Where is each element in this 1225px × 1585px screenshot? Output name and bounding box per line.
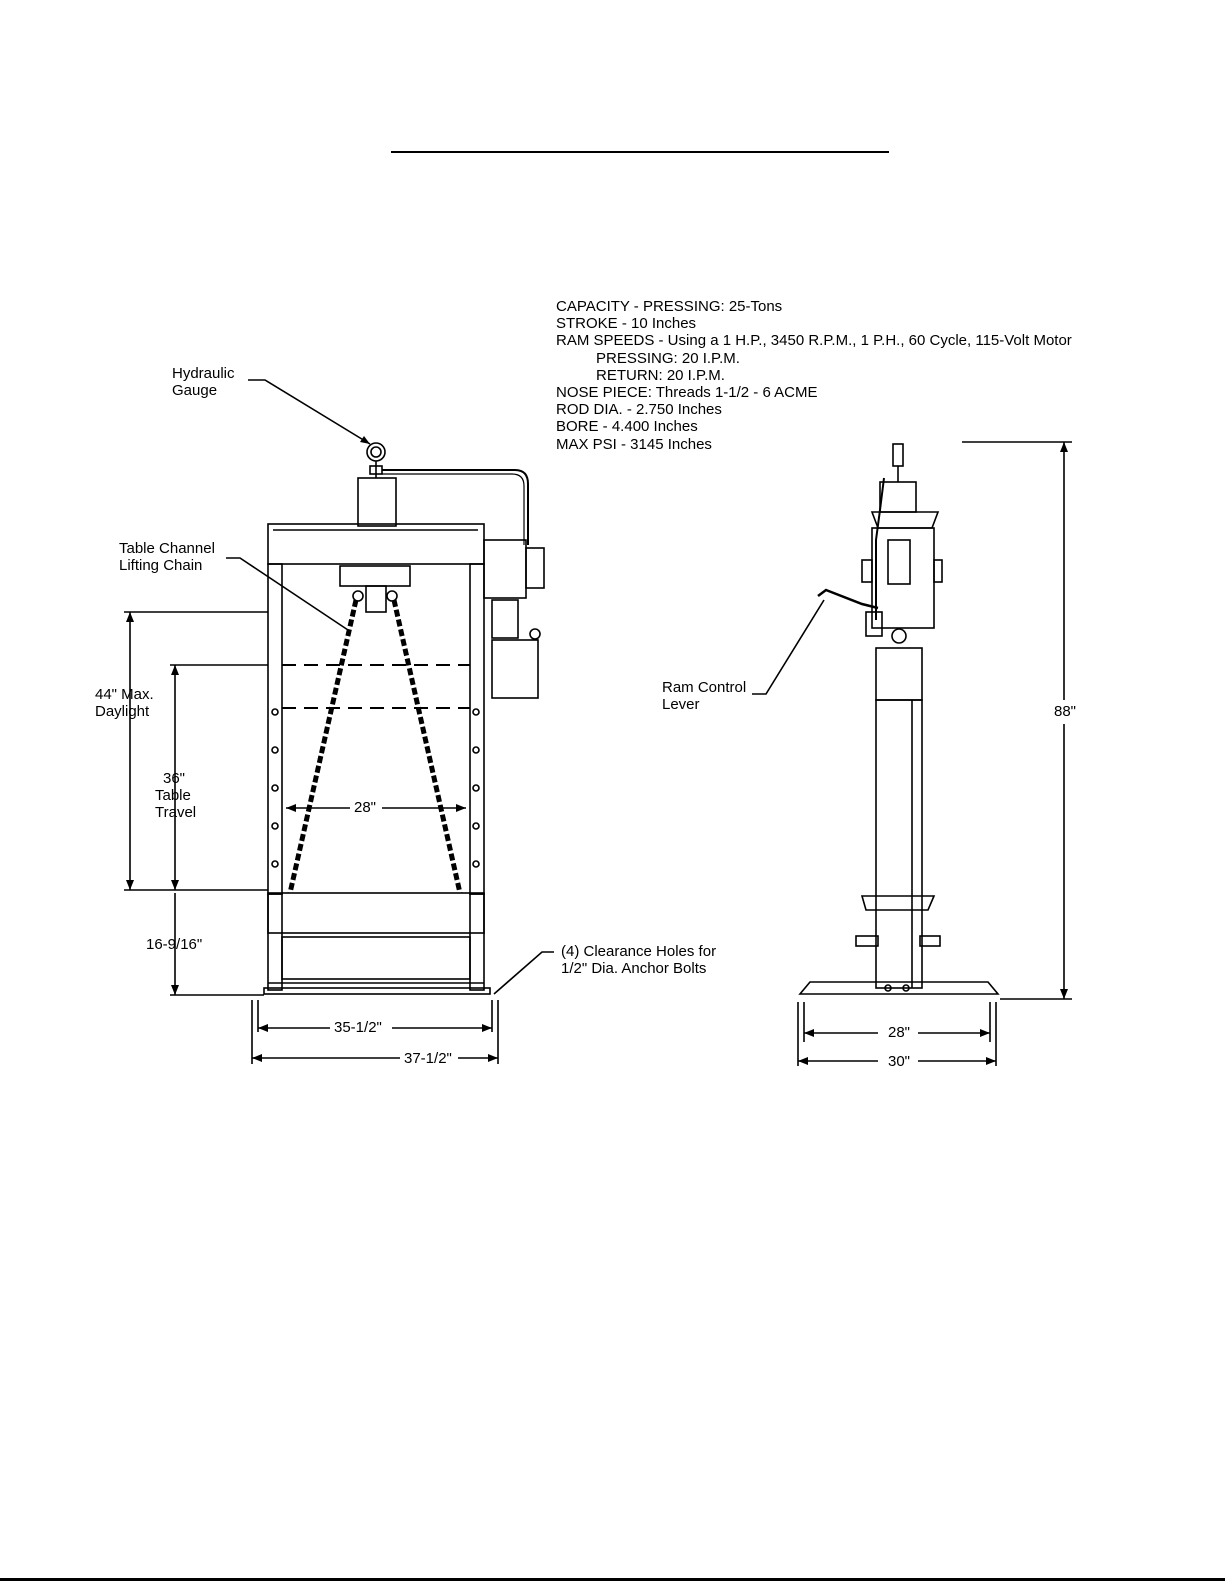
label-max-daylight: 44" Max. (95, 686, 154, 703)
spec-line: STROKE - 10 Inches (556, 315, 697, 333)
spec-line: BORE - 4.400 Inches (556, 418, 698, 436)
spec-line: NOSE PIECE: Threads 1-1/2 - 6 ACME (556, 384, 818, 402)
label-total-height: 88" (1054, 703, 1077, 720)
ram-control-lever (817, 588, 879, 610)
left-column (267, 563, 283, 895)
label-bottom-height: 16-9/16" (146, 936, 203, 953)
right-column (469, 563, 485, 895)
side-base-plate (798, 981, 1000, 995)
lifting-chain-left (287, 599, 359, 894)
table-channel (267, 892, 485, 934)
ram-head (339, 565, 411, 587)
base-plate (263, 987, 491, 995)
reservoir (491, 639, 539, 699)
spec-line: RETURN: 20 I.P.M. (596, 366, 725, 384)
side-view-drawing (752, 441, 1072, 1066)
label-ram-control-lever: Ram Control (662, 679, 747, 696)
label-base-outer-width: 37-1/2" (404, 1050, 452, 1067)
label-ram-control-lever-2: Lever (662, 696, 700, 713)
label-inner-width: 28" (354, 799, 377, 816)
label-table-channel: Table Channel (119, 540, 215, 557)
spec-line: CAPACITY - PRESSING: 25-Tons (556, 298, 783, 315)
lifting-chain-right (391, 599, 463, 894)
title-underline (391, 151, 889, 153)
label-table-travel-3: Travel (155, 804, 197, 821)
page-bottom-rule (0, 1578, 1225, 1581)
column-holes (271, 708, 480, 868)
label-max-daylight-2: Daylight (95, 703, 150, 720)
label-side-inner-width: 28" (888, 1024, 911, 1041)
label-clearance-holes-2: 1/2" Dia. Anchor Bolts (561, 960, 707, 977)
label-clearance-holes: (4) Clearance Holes for (561, 943, 717, 960)
label-table-travel: 36" (163, 770, 186, 787)
label-side-outer-width: 30" (888, 1053, 911, 1070)
hydraulic-gauge-icon (366, 442, 386, 462)
label-hydraulic-gauge-2: Gauge (172, 382, 218, 399)
cylinder (357, 477, 397, 527)
spec-line: MAX PSI - 3145 Inches (556, 435, 712, 453)
label-base-inner-width: 35-1/2" (334, 1019, 382, 1036)
label-lifting-chain: Lifting Chain (119, 557, 203, 574)
spec-line: PRESSING: 20 I.P.M. (596, 349, 740, 367)
spec-line: ROD DIA. - 2.750 Inches (556, 401, 722, 419)
pump-motor (483, 539, 527, 599)
label-table-travel-2: Table (155, 787, 191, 804)
side-upright (875, 699, 923, 989)
spec-line: RAM SPEEDS - Using a 1 H.P., 3450 R.P.M.… (556, 332, 1072, 350)
label-hydraulic-gauge: Hydraulic (172, 365, 235, 382)
